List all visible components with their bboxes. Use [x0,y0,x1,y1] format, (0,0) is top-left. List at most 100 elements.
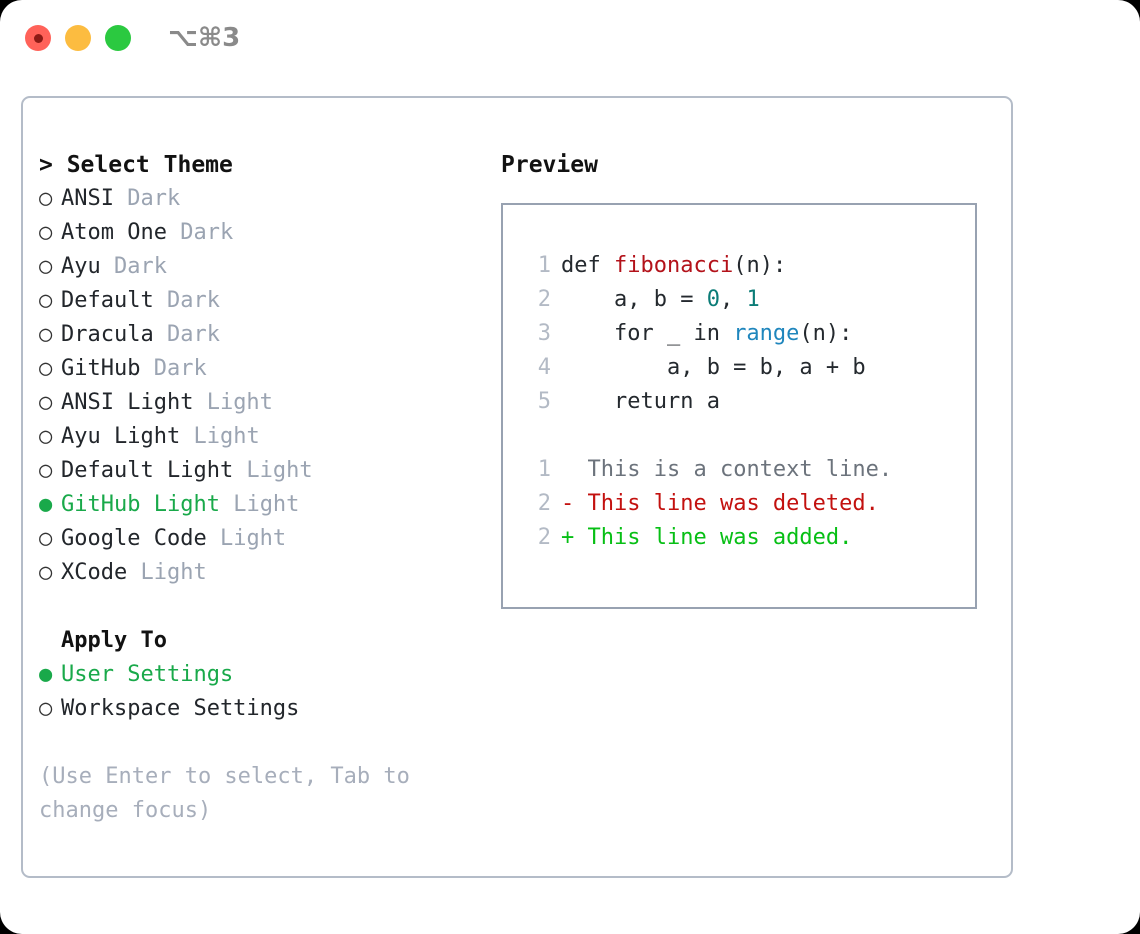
theme-name-label: GitHub [61,356,141,381]
title-bar: ⌥⌘3 [0,0,1140,78]
line-number: 1 [537,253,551,278]
theme-list-item[interactable]: ○ Atom One Dark [39,216,489,250]
diff-text: This is a context line. [587,457,893,482]
radio-selected-icon: ● [39,492,53,517]
theme-list-item[interactable]: ○ANSI Light Light [39,386,489,420]
theme-list-item[interactable]: ○ Dracula Dark [39,318,489,352]
theme-name-label: Atom One [61,220,167,245]
code-token: fibonacci [613,253,734,278]
theme-name-label: Ayu [61,254,101,279]
code-token: 0 [706,287,720,312]
theme-name-label: ANSI Light [61,390,194,415]
theme-list-item[interactable]: ●GitHub Light Light [39,488,489,522]
code-token: return a [561,389,720,414]
theme-variant-badge: Dark [113,186,181,211]
diff-marker [561,453,588,487]
theme-list[interactable]: ○ ANSI Dark ○ Atom One Dark ○ Ayu Dark ○ Defaul… [39,182,489,590]
main-panel: > Select Theme ○ANSI Dark○Atom One Dark○… [21,96,1013,878]
code-line: 2 a, b = 0, 1 [525,283,975,317]
radio-unselected-icon: ○ [39,220,53,245]
theme-list-item[interactable]: ○ Default Dark [39,284,489,318]
radio-unselected-icon: ○ [39,322,53,347]
theme-variant-badge: Dark [153,322,220,347]
theme-name-label: XCode [61,560,128,585]
apply-to-item[interactable]: ●User Settings [39,658,489,692]
theme-variant-badge: Light [206,526,287,551]
diff-line: 2 + This line was added. [525,521,975,555]
theme-list-item[interactable]: ○ Ayu Dark [39,250,489,284]
diff-marker: - [561,491,588,516]
radio-unselected-icon: ○ [39,356,53,381]
code-token: , [719,287,747,312]
preview-heading: Preview [501,152,598,178]
theme-name-label: Ayu Light [61,424,181,449]
theme-name-label: Google Code [61,526,207,551]
spacer [39,590,489,624]
traffic-light-buttons [25,25,131,51]
theme-variant-badge: Dark [100,254,167,279]
line-number: 1 [537,457,551,482]
radio-unselected-icon: ○ [39,254,53,279]
line-number: 3 [537,321,551,346]
radio-unselected-icon: ○ [39,526,53,551]
theme-list-item[interactable]: ○ Google Code Light [39,522,489,556]
theme-variant-badge: Dark [166,220,234,245]
diff-text: This line was deleted. [587,491,879,516]
code-token: for _ in [561,321,734,346]
theme-variant-badge: Dark [140,356,207,381]
close-button-icon[interactable] [25,25,51,51]
theme-name-label: GitHub Light [61,492,220,517]
theme-name-label: Default [61,288,154,313]
code-spacer [525,419,975,453]
diff-marker: + [561,525,588,550]
minimize-button-icon[interactable] [65,25,91,51]
line-number: 2 [537,525,551,550]
code-line: 4 a, b = b, a + b [525,351,975,385]
keyboard-shortcut-label: ⌥⌘3 [168,23,241,53]
radio-unselected-icon: ○ [39,560,53,585]
code-token: a, b = [561,287,707,312]
theme-variant-badge: Light [127,560,207,585]
radio-unselected-icon: ○ [39,288,53,313]
keyboard-hint-text: (Use Enter to select, Tab to change focu… [39,764,424,823]
theme-list-item[interactable]: ○ Default Light Light [39,454,489,488]
apply-to-item[interactable]: ○Workspace Settings [39,692,489,726]
theme-name-label: ANSI [61,186,114,211]
theme-picker-column: > Select Theme ○ANSI Dark○Atom One Dark○… [39,148,489,828]
line-number: 2 [537,491,551,516]
theme-name-label: Dracula [61,322,154,347]
theme-variant-badge: Light [180,424,260,449]
theme-list-item[interactable]: ○ GitHub Dark [39,352,489,386]
line-number: 5 [537,389,551,414]
theme-list-item[interactable]: ○ ANSI Dark [39,182,489,216]
theme-variant-badge: Light [233,458,313,483]
code-line: 3 for _ in range(n): [525,317,975,351]
code-token: def [561,253,614,278]
theme-name-label: Default Light [61,458,234,483]
maximize-button-icon[interactable] [105,25,131,51]
code-token: 1 [746,287,760,312]
diff-line: 1 This is a context line. [525,453,975,487]
theme-variant-badge: Dark [153,288,220,313]
theme-list-item[interactable]: ○ XCode Light [39,556,489,590]
theme-list-item[interactable]: ○ Ayu Light Light [39,420,489,454]
select-theme-heading: > Select Theme [39,152,233,178]
line-number: 2 [537,287,551,312]
radio-unselected-icon: ○ [39,458,53,483]
code-line: 5 return a [525,385,975,419]
code-token: (n): [799,321,853,346]
apply-to-label: User Settings [61,662,234,687]
diff-text: This line was added. [587,525,853,550]
radio-unselected-icon: ○ [39,424,53,449]
radio-unselected-icon: ○ [39,186,53,211]
code-token: range [733,321,800,346]
apply-to-heading: Apply To [61,628,167,653]
line-number: 4 [537,355,551,380]
theme-variant-badge: Light [193,390,273,415]
apply-to-list[interactable]: ●User Settings○Workspace Settings [39,658,489,726]
code-token: a, b = b, a + b [561,355,866,380]
